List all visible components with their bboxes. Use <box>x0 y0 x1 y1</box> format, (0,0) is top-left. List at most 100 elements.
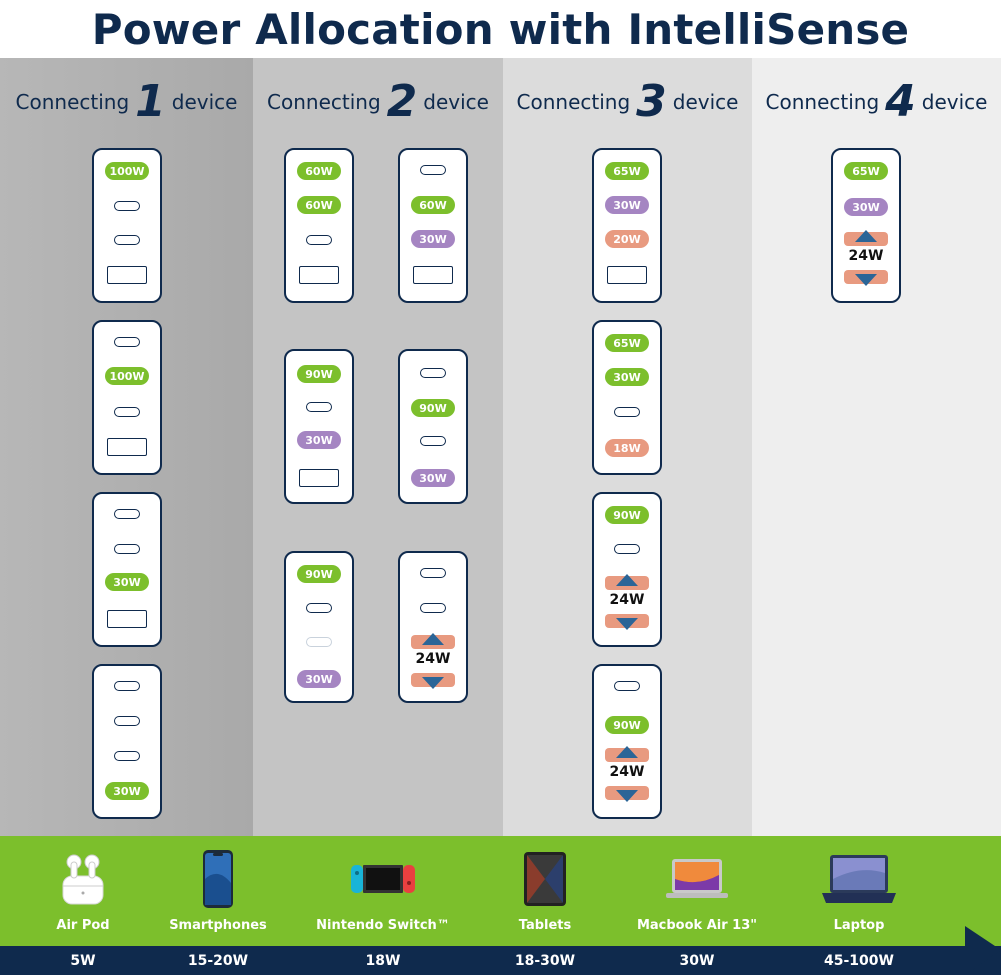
usb-c-port-icon <box>614 544 640 554</box>
column-heading-number: 2 <box>386 76 418 127</box>
device-airpods: Air Pod <box>28 836 138 946</box>
charger-config: 65W 30W 20W <box>592 148 662 303</box>
arrow-down-icon <box>855 274 877 286</box>
tablet-icon <box>523 850 567 908</box>
usb-c-port-icon <box>306 603 332 613</box>
device-wattage: 18W <box>365 952 401 969</box>
usb-c-port-icon <box>114 407 140 417</box>
arrow-down-icon <box>616 618 638 630</box>
device-laptop: Laptop <box>799 836 919 946</box>
usb-c-port-icon <box>420 436 446 446</box>
port-allocation-badge: 30W <box>297 670 341 688</box>
usb-c-port-icon <box>614 407 640 417</box>
nintendo-switch-icon <box>350 850 416 908</box>
arrow-down-icon <box>422 677 444 689</box>
macbook-icon <box>664 850 730 908</box>
shared-power-indicator: 24W <box>411 633 455 689</box>
port-allocation-badge: 90W <box>411 399 455 417</box>
usb-c-port-icon <box>114 716 140 726</box>
shared-power-indicator: 24W <box>605 746 649 802</box>
device-macbook: Macbook Air 13" <box>632 836 762 946</box>
device-wattage: 15-20W <box>187 952 249 969</box>
column-heading-number: 1 <box>135 76 166 127</box>
port-allocation-badge: 90W <box>605 716 649 734</box>
column-heading-number: 3 <box>636 76 667 127</box>
device-band: Air Pod Smartphones <box>0 836 1001 946</box>
charger-config: 60W 30W <box>398 148 468 303</box>
column-heading-suffix: device <box>672 90 739 114</box>
port-allocation-badge: 90W <box>297 365 341 383</box>
port-allocation-badge: 30W <box>411 230 455 248</box>
column-1-heading: Connecting 1 device <box>0 80 253 124</box>
column-heading-prefix: Connecting <box>516 90 631 114</box>
usb-a-port-icon <box>107 266 147 284</box>
port-allocation-badge: 20W <box>605 230 649 248</box>
shared-power-label: 24W <box>609 764 645 780</box>
usb-a-port-icon <box>607 266 647 284</box>
column-heading-suffix: device <box>171 90 238 114</box>
device-name: Air Pod <box>56 918 110 933</box>
shared-power-label: 24W <box>609 592 645 608</box>
port-allocation-badge: 90W <box>605 506 649 524</box>
arrow-up-icon <box>616 746 638 758</box>
usb-c-port-icon <box>114 337 140 347</box>
device-name: Tablets <box>518 918 572 933</box>
port-allocation-badge: 30W <box>844 198 888 216</box>
usb-c-port-icon <box>420 603 446 613</box>
device-wattage: 30W <box>679 952 715 969</box>
device-name: Smartphones <box>169 918 267 933</box>
port-allocation-badge: 65W <box>605 162 649 180</box>
charger-config: 100W <box>92 320 162 475</box>
usb-c-port-icon <box>306 637 332 647</box>
usb-c-port-icon <box>306 235 332 245</box>
page-title: Power Allocation with IntelliSense <box>91 4 910 54</box>
port-allocation-badge: 30W <box>105 573 149 591</box>
usb-a-port-icon <box>107 438 147 456</box>
arrow-up-icon <box>616 574 638 586</box>
arrow-down-icon <box>616 790 638 802</box>
shared-power-indicator: 24W <box>605 574 649 630</box>
column-4-device: Connecting 4 device 65W 30W 24W <box>752 58 1001 836</box>
charger-config: 90W 30W <box>284 349 354 504</box>
usb-c-port-icon <box>114 235 140 245</box>
column-heading-suffix: device <box>423 90 489 114</box>
charger-config: 65W 30W 24W <box>831 148 901 303</box>
port-allocation-badge: 30W <box>297 431 341 449</box>
column-1-device: Connecting 1 device 100W 100W 30W 30W <box>0 58 253 836</box>
port-allocation-badge: 18W <box>605 439 649 457</box>
port-allocation-badge: 30W <box>605 196 649 214</box>
device-wattage: 18-30W <box>514 952 576 969</box>
port-allocation-badge: 60W <box>411 196 455 214</box>
column-2-device: Connecting 2 device 60W 60W 60W 30W 90W … <box>253 58 503 836</box>
port-allocation-badge: 60W <box>297 196 341 214</box>
arrow-up-icon <box>422 633 444 645</box>
charger-config: 65W 30W 18W <box>592 320 662 475</box>
column-heading-suffix: device <box>921 90 988 114</box>
wattage-bar: 5W 15-20W 18W 18-30W 30W 45-100W <box>0 946 1001 975</box>
charger-config: 24W <box>398 551 468 703</box>
charger-config: 30W <box>92 664 162 819</box>
column-2-heading: Connecting 2 device <box>253 80 503 124</box>
laptop-icon <box>820 850 898 908</box>
arrow-right-icon <box>965 926 1001 975</box>
usb-c-port-icon <box>114 201 140 211</box>
usb-c-port-icon <box>420 165 446 175</box>
column-heading-prefix: Connecting <box>267 90 381 114</box>
smartphone-icon <box>202 850 234 908</box>
device-tablet: Tablets <box>490 836 600 946</box>
column-heading-prefix: Connecting <box>15 90 130 114</box>
usb-c-port-icon <box>306 402 332 412</box>
usb-c-port-icon <box>114 681 140 691</box>
usb-c-port-icon <box>614 681 640 691</box>
usb-a-port-icon <box>299 266 339 284</box>
device-wattage: 5W <box>70 952 96 969</box>
usb-a-port-icon <box>299 469 339 487</box>
charger-config: 30W <box>92 492 162 647</box>
usb-a-port-icon <box>413 266 453 284</box>
shared-power-label: 24W <box>415 651 451 667</box>
charger-config: 90W 30W <box>284 551 354 703</box>
column-heading-number: 4 <box>885 76 916 127</box>
charger-config: 60W 60W <box>284 148 354 303</box>
port-allocation-badge: 90W <box>297 565 341 583</box>
